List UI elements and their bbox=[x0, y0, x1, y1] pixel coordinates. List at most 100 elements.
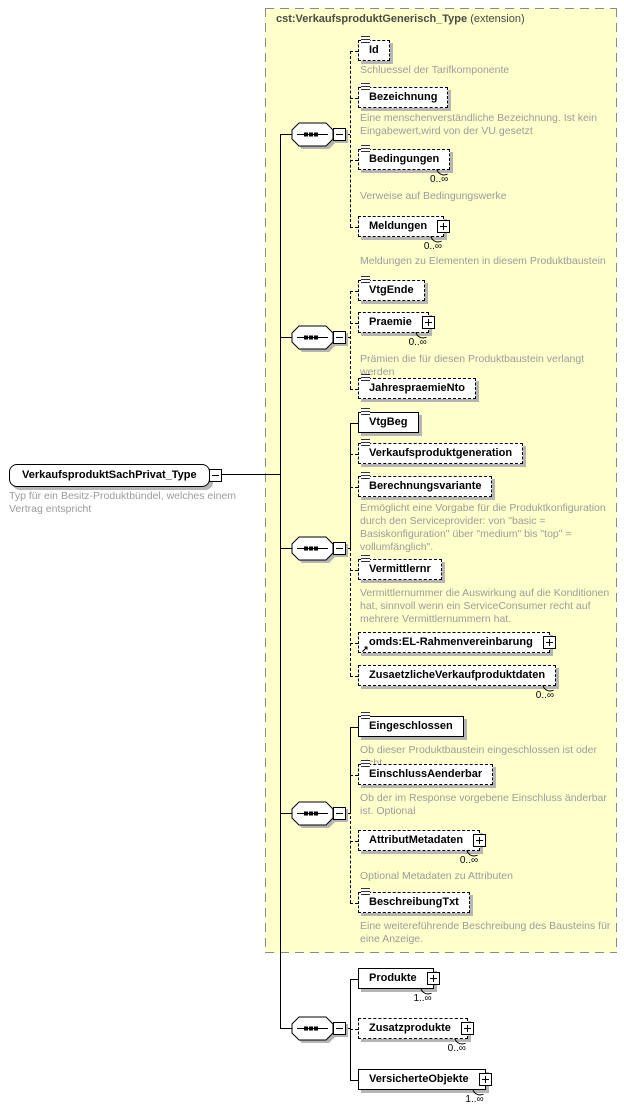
element-label: VtgEnde bbox=[369, 284, 414, 296]
element-bezeichnung[interactable]: Bezeichnung bbox=[358, 83, 449, 108]
extension-header: cst:VerkaufsproduktGenerisch_Type (exten… bbox=[276, 13, 525, 25]
connector bbox=[350, 323, 358, 324]
collapse-icon[interactable] bbox=[333, 331, 346, 344]
text-content-icon bbox=[361, 145, 370, 153]
extension-qualifier: (extension) bbox=[467, 13, 525, 25]
element-label: BeschreibungTxt bbox=[369, 896, 459, 908]
element-label: Produkte bbox=[369, 972, 417, 984]
collapse-icon[interactable] bbox=[333, 128, 346, 141]
connector bbox=[350, 727, 351, 813]
collapse-icon[interactable] bbox=[333, 807, 346, 820]
element-jahrespraemiento[interactable]: JahrespraemieNto bbox=[358, 374, 476, 399]
connector bbox=[350, 979, 358, 980]
annotation-attributmetadaten: Optional Metadaten zu Attributen bbox=[360, 870, 513, 882]
connector bbox=[350, 1080, 358, 1081]
root-element-verkaufsproduktsachprivat-type[interactable]: VerkaufsproduktSachPrivat_Type bbox=[9, 464, 222, 487]
element-label: Eingeschlossen bbox=[369, 720, 453, 732]
occurrence-label: 0..∞ bbox=[408, 337, 427, 348]
connector bbox=[350, 51, 358, 52]
element-berechnungsvariante[interactable]: Berechnungsvariante bbox=[358, 472, 493, 497]
text-content-icon bbox=[361, 555, 370, 563]
annotation-root: Typ für ein Besitz-Produktbündel, welche… bbox=[9, 490, 237, 515]
connector bbox=[207, 474, 280, 475]
sequence-compositor-icon bbox=[291, 325, 338, 354]
expand-icon[interactable] bbox=[473, 833, 487, 847]
connector bbox=[350, 160, 358, 161]
element-label: omds:EL-Rahmenvereinbarung bbox=[369, 636, 533, 648]
element-label: Berechnungsvariante bbox=[369, 480, 482, 492]
element-label: VtgBeg bbox=[369, 416, 408, 428]
element-praemie[interactable]: Praemie 0..∞ bbox=[358, 312, 435, 348]
annotation-bedingungen: Verweise auf Bedingungswerke bbox=[360, 190, 507, 202]
connector bbox=[350, 487, 358, 488]
reference-arrow-icon: ↗ bbox=[361, 644, 369, 654]
element-attributmetadaten[interactable]: AttributMetadaten 0..∞ bbox=[358, 830, 487, 866]
element-label: Verkaufsproduktgeneration bbox=[369, 447, 513, 459]
element-zusaetzlicheverkaufproduktdaten[interactable]: ZusaetzlicheVerkaufproduktdaten 0..∞ bbox=[358, 665, 557, 701]
connector bbox=[350, 291, 358, 292]
connector bbox=[350, 423, 351, 676]
annotation-einschlussaenderbar: Ob der im Response vorgebene Einschluss … bbox=[360, 792, 607, 817]
connector bbox=[280, 337, 293, 338]
annotation-id: Schluessel der Tarifkomponente bbox=[360, 64, 510, 76]
connector bbox=[280, 813, 293, 814]
connector bbox=[350, 903, 358, 904]
element-eingeschlossen[interactable]: Eingeschlossen bbox=[358, 712, 464, 737]
text-content-icon bbox=[361, 760, 370, 768]
connector bbox=[346, 337, 350, 338]
element-bedingungen[interactable]: Bedingungen 0..∞ bbox=[358, 145, 451, 185]
expand-icon[interactable] bbox=[478, 1072, 492, 1086]
element-label: JahrespraemieNto bbox=[369, 382, 465, 394]
element-omds-el-rahmenvereinbarung[interactable]: ↗omds:EL-Rahmenvereinbarung bbox=[358, 632, 556, 654]
sequence-compositor-icon bbox=[291, 801, 338, 830]
expand-icon[interactable] bbox=[421, 315, 435, 329]
element-vtgbeg[interactable]: VtgBeg bbox=[358, 408, 419, 433]
expand-icon[interactable] bbox=[426, 971, 440, 985]
element-label: Bezeichnung bbox=[369, 91, 438, 103]
expand-icon[interactable] bbox=[437, 219, 451, 233]
connector bbox=[346, 813, 350, 814]
collapse-icon[interactable] bbox=[208, 468, 222, 482]
element-label: Bedingungen bbox=[369, 153, 440, 165]
element-beschreibungtxt[interactable]: BeschreibungTxt bbox=[358, 888, 470, 913]
connector bbox=[350, 727, 351, 903]
annotation-berechnungsvariante: Ermöglicht eine Vorgabe für die Produktk… bbox=[360, 502, 606, 553]
element-vtgende[interactable]: VtgEnde bbox=[358, 276, 425, 301]
connector bbox=[350, 454, 358, 455]
collapse-icon[interactable] bbox=[333, 542, 346, 555]
element-label: VersicherteObjekte bbox=[369, 1073, 469, 1085]
element-produkte[interactable]: Produkte 1..∞ bbox=[358, 968, 440, 1004]
connector bbox=[280, 548, 293, 549]
annotation-bezeichnung: Eine menschenverständliche Bezeichnung. … bbox=[360, 112, 597, 137]
root-element-label: VerkaufsproduktSachPrivat_Type bbox=[22, 469, 197, 481]
occurrence-label: 1..∞ bbox=[465, 1094, 484, 1105]
element-label: Id bbox=[369, 44, 379, 56]
element-label: Vermittlernr bbox=[369, 563, 431, 575]
element-label: Praemie bbox=[369, 316, 412, 328]
element-versicherteobjekte[interactable]: VersicherteObjekte 1..∞ bbox=[358, 1069, 492, 1105]
element-label: AttributMetadaten bbox=[369, 834, 464, 846]
collapse-icon[interactable] bbox=[333, 1022, 346, 1035]
element-label: Meldungen bbox=[369, 220, 428, 232]
sequence-compositor-icon bbox=[291, 536, 338, 565]
text-content-icon bbox=[361, 276, 370, 284]
connector bbox=[346, 1028, 350, 1029]
connector bbox=[350, 423, 351, 548]
element-zusatzprodukte[interactable]: Zusatzprodukte 0..∞ bbox=[358, 1018, 474, 1054]
connector bbox=[350, 98, 358, 99]
element-meldungen[interactable]: Meldungen 0..∞ bbox=[358, 216, 451, 252]
occurrence-label: 1..∞ bbox=[413, 993, 432, 1004]
extension-type-name: cst:VerkaufsproduktGenerisch_Type bbox=[276, 13, 468, 25]
sequence-compositor-icon bbox=[291, 1016, 338, 1045]
text-content-icon bbox=[361, 374, 370, 382]
expand-icon[interactable] bbox=[460, 1021, 474, 1035]
element-id[interactable]: Id bbox=[358, 36, 390, 61]
occurrence-label: 0..∞ bbox=[459, 855, 479, 866]
element-verkaufsproduktgeneration[interactable]: Verkaufsproduktgeneration bbox=[358, 439, 524, 464]
connector bbox=[350, 643, 358, 644]
element-einschlussaenderbar[interactable]: EinschlussAenderbar bbox=[358, 760, 494, 785]
expand-icon[interactable] bbox=[542, 635, 556, 649]
element-vermittlernr[interactable]: Vermittlernr bbox=[358, 555, 442, 580]
connector bbox=[350, 727, 358, 728]
